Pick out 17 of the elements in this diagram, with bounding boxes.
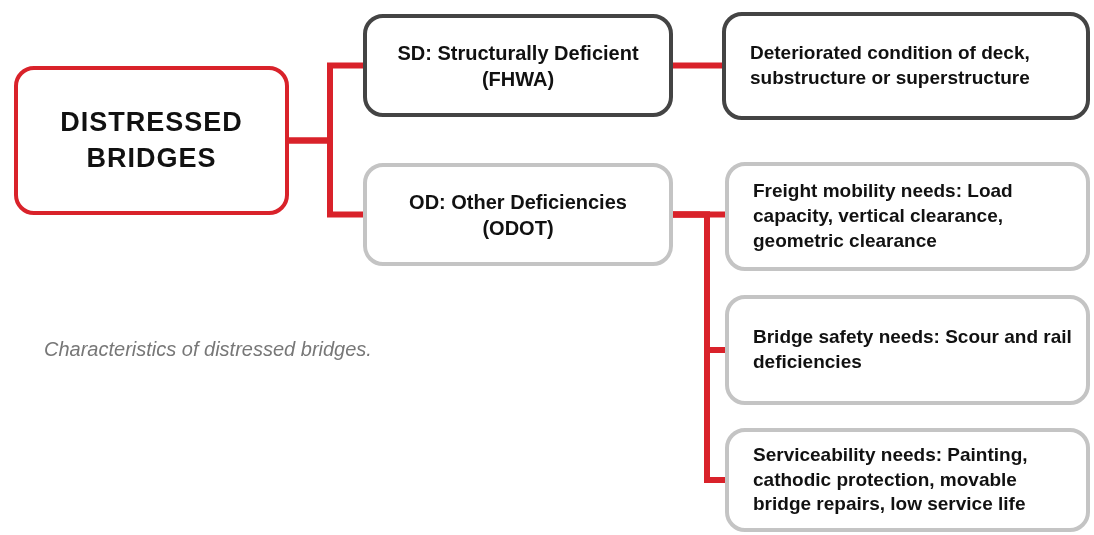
box-text: Deteriorated condition of deck, substructure or superstructure bbox=[750, 41, 1031, 90]
connector-line bbox=[673, 211, 725, 483]
category-box bbox=[722, 12, 1090, 120]
category-box bbox=[363, 163, 673, 266]
box-text: Serviceability needs: Painting, cathodic protection, movable bridge repairs, low service life bbox=[753, 442, 1029, 517]
box-text: SD: Structurally Deficient (FHWA) bbox=[396, 40, 640, 92]
caption: Characteristics of distressed bridges. bbox=[44, 338, 372, 361]
box-text: Bridge safety needs: Scour and rail deficiencies bbox=[753, 325, 1073, 374]
category-box bbox=[363, 14, 673, 117]
category-box bbox=[14, 66, 289, 215]
category-box bbox=[725, 428, 1090, 532]
connector-line bbox=[289, 137, 363, 218]
box-text: Freight mobility needs: Load capacity, vertical clearance, geometric clearance bbox=[753, 179, 1014, 253]
category-box bbox=[725, 162, 1090, 271]
box-text: DISTRESSED BRIDGES bbox=[59, 106, 244, 175]
category-box bbox=[725, 295, 1090, 405]
box-text: OD: Other Deficiencies (ODOT) bbox=[408, 189, 628, 241]
